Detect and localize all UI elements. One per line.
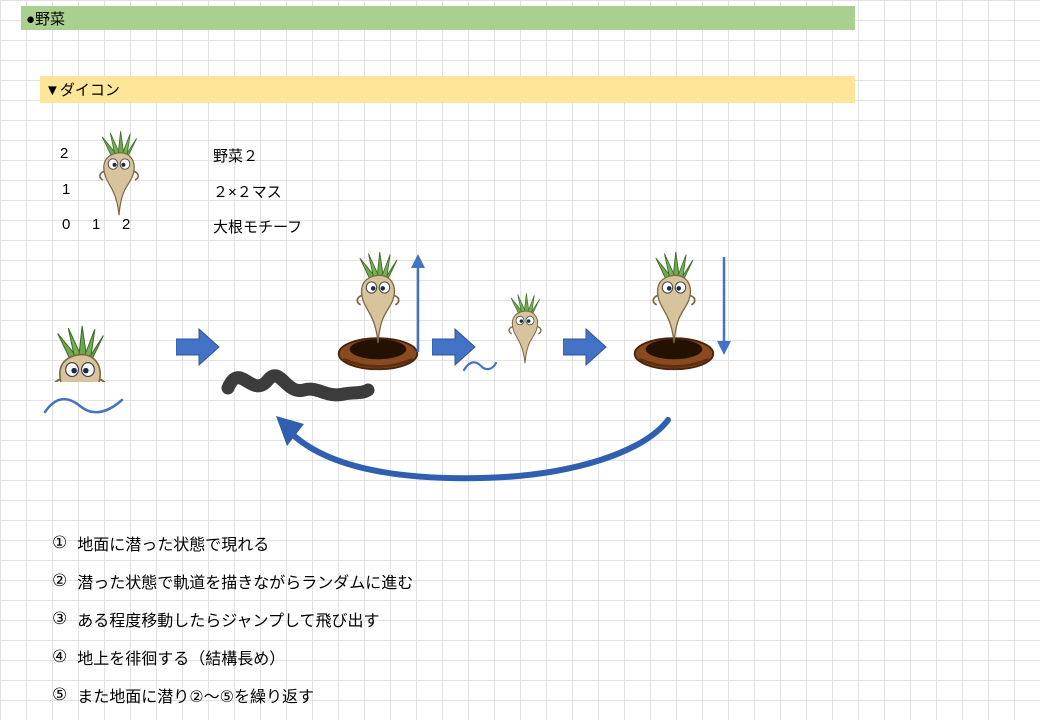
jump-up-arrow-icon: [408, 252, 428, 357]
sprite-grid-label-y2: 2: [60, 145, 69, 162]
buried-daikon-icon: [48, 326, 112, 382]
sprite-grid-label-x0: 0: [62, 216, 71, 233]
behavior-step: ⑤ また地面に潜り②〜⑤を繰り返す: [52, 676, 692, 714]
wandering-daikon-icon: [505, 293, 545, 368]
behavior-step: ③ ある程度移動したらジャンプして飛び出す: [52, 600, 692, 638]
sprite-note-motif: 大根モチーフ: [213, 219, 303, 236]
jumping-daikon-icon: [352, 252, 404, 349]
section-header-vegetables: ●野菜: [21, 6, 855, 30]
block-arrow-right-icon: [176, 328, 220, 366]
step-number: ③: [52, 609, 68, 628]
step-number: ②: [52, 571, 68, 590]
step-text: 潜った状態で軌道を描きながらランダムに進む: [77, 575, 414, 592]
underground-trail-icon: [221, 348, 375, 403]
behavior-step-list: ① 地面に潜った状態で現れる ② 潜った状態で軌道を描きながらランダムに進む ③…: [52, 524, 692, 714]
diving-daikon-icon: [648, 252, 700, 349]
step-text: また地面に潜り②〜⑤を繰り返す: [77, 689, 314, 706]
ground-wave-icon: [462, 358, 498, 374]
step-text: 地面に潜った状態で現れる: [77, 537, 270, 554]
subsection-header-label: ▼ダイコン: [45, 82, 120, 99]
sprite-note-size: ２×２マス: [213, 184, 282, 201]
behavior-step: ② 潜った状態で軌道を描きながらランダムに進む: [52, 562, 692, 600]
step-text: ある程度移動したらジャンプして飛び出す: [77, 613, 380, 630]
step-text: 地上を徘徊する（結構長め）: [77, 651, 286, 668]
behavior-step: ④ 地上を徘徊する（結構長め）: [52, 638, 692, 676]
sprite-grid-label-x2: 2: [122, 216, 131, 233]
behavior-step: ① 地面に潜った状態で現れる: [52, 524, 692, 562]
subsection-header-daikon: ▼ダイコン: [40, 76, 855, 103]
sprite-grid-label-x1: 1: [92, 216, 101, 233]
daikon-sprite-icon: [95, 131, 143, 221]
section-header-label: ●野菜: [26, 10, 66, 28]
sprite-note-name: 野菜２: [213, 148, 259, 165]
step-number: ①: [52, 533, 68, 552]
step-number: ④: [52, 647, 68, 666]
step-number: ⑤: [52, 685, 68, 704]
dive-down-arrow-icon: [714, 255, 734, 357]
sprite-grid-label-y1: 1: [62, 181, 71, 198]
ground-wave-icon: [42, 394, 126, 418]
repeat-loop-arrow-icon: [272, 414, 682, 484]
block-arrow-right-icon: [563, 328, 607, 366]
